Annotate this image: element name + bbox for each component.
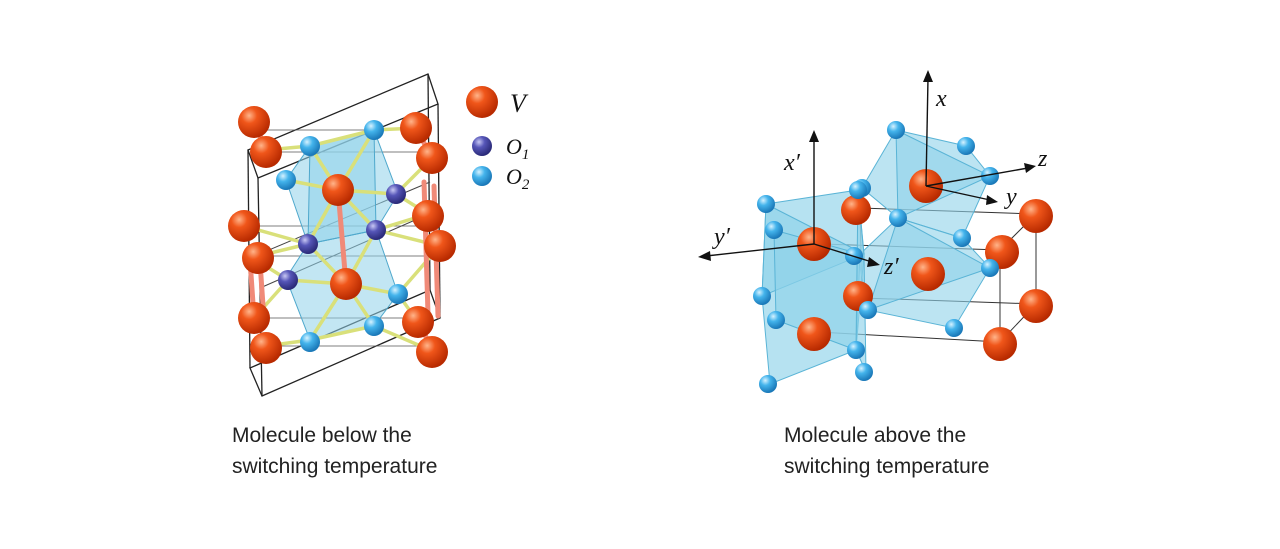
axis-label-x: x xyxy=(935,86,947,112)
low-temperature-structure xyxy=(228,74,456,396)
oxygen-atom xyxy=(981,259,999,277)
oxygen-2-atom xyxy=(388,284,408,304)
oxygen-2-atom xyxy=(364,316,384,336)
vanadium-atom xyxy=(911,257,945,291)
oxygen-atom xyxy=(767,311,785,329)
vanadium-atom xyxy=(416,336,448,368)
oxygen-atom xyxy=(945,319,963,337)
vanadium-atom xyxy=(1019,199,1053,233)
axis-label-y-prime: y′ xyxy=(712,224,731,250)
oxygen-atom xyxy=(757,195,775,213)
oxygen-atom xyxy=(889,209,907,227)
oxygen-atom xyxy=(887,121,905,139)
legend-oxygen-2-label: O2 xyxy=(506,164,530,193)
vanadium-atom xyxy=(402,306,434,338)
caption-high-temperature: Molecule above the switching temperature xyxy=(784,420,989,482)
vanadium-atom xyxy=(238,106,270,138)
oxygen-1-atom xyxy=(278,270,298,290)
caption-high-line-2: switching temperature xyxy=(784,451,989,482)
vanadium-atom xyxy=(400,112,432,144)
oxygen-atom xyxy=(765,221,783,239)
oxygen-atom xyxy=(849,181,867,199)
oxygen-atom xyxy=(855,363,873,381)
atom-legend: V O1 O2 xyxy=(466,86,530,193)
legend-vanadium-swatch xyxy=(466,86,498,118)
vanadium-atom xyxy=(412,200,444,232)
vanadium-atom xyxy=(330,268,362,300)
oxygen-1-atom xyxy=(386,184,406,204)
vanadium-atom xyxy=(1019,289,1053,323)
vanadium-atom xyxy=(242,242,274,274)
vanadium-atom xyxy=(797,317,831,351)
oxygen-atom xyxy=(859,301,877,319)
legend-vanadium-label: V xyxy=(510,89,529,118)
vanadium-atom xyxy=(983,327,1017,361)
oxygen-atom xyxy=(847,341,865,359)
oxygen-2-atom xyxy=(300,332,320,352)
caption-low-line-2: switching temperature xyxy=(232,451,437,482)
octahedron-upper xyxy=(858,130,990,328)
oxygen-2-atom xyxy=(300,136,320,156)
oxygen-atom xyxy=(957,137,975,155)
oxygen-1-atom xyxy=(298,234,318,254)
vanadium-atom xyxy=(424,230,456,262)
caption-high-line-1: Molecule above the xyxy=(784,420,989,451)
oxygen-atom xyxy=(759,375,777,393)
legend-oxygen-1-label: O1 xyxy=(506,134,529,163)
vanadium-atom xyxy=(250,136,282,168)
caption-low-line-1: Molecule below the xyxy=(232,420,437,451)
oxygen-2-atom xyxy=(276,170,296,190)
legend-oxygen-2-swatch xyxy=(472,166,492,186)
oxygen-1-atom xyxy=(366,220,386,240)
vanadium-atom xyxy=(841,195,871,225)
oxygen-atom xyxy=(953,229,971,247)
legend-oxygen-1-swatch xyxy=(472,136,492,156)
axis-label-y: y xyxy=(1004,184,1017,210)
caption-low-temperature: Molecule below the switching temperature xyxy=(232,420,437,482)
vanadium-atom xyxy=(250,332,282,364)
vanadium-atom xyxy=(228,210,260,242)
vanadium-atom xyxy=(238,302,270,334)
axis-label-z: z xyxy=(1037,146,1048,172)
vanadium-atom xyxy=(322,174,354,206)
oxygen-2-atom xyxy=(364,120,384,140)
axis-label-x-prime: x′ xyxy=(783,150,801,176)
high-temperature-structure: x z y x′ y′ z′ xyxy=(698,70,1053,393)
vanadium-atom xyxy=(416,142,448,174)
axis-label-z-prime: z′ xyxy=(883,254,899,280)
oxygen-atom xyxy=(753,287,771,305)
